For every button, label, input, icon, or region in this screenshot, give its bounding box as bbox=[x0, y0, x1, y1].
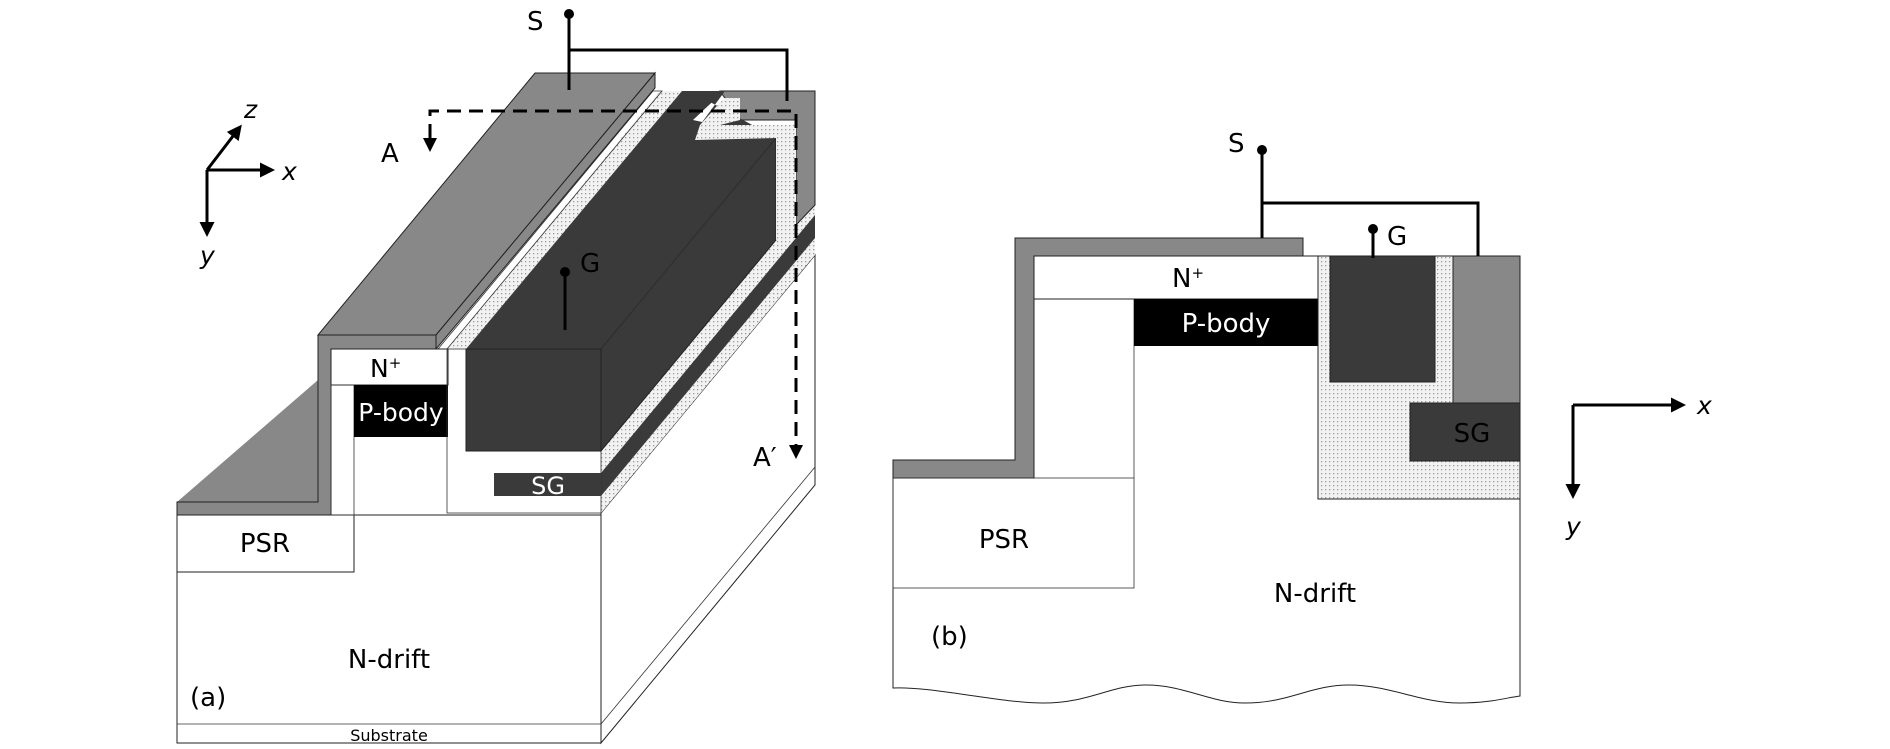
cut-arrow-a-prime bbox=[789, 445, 803, 459]
cut-label-a: A bbox=[381, 139, 399, 169]
p-body-label-b: P-body bbox=[1182, 309, 1271, 339]
axis-label-z-a: z bbox=[243, 95, 258, 124]
gate-edge bbox=[600, 137, 777, 350]
gate-poly-b bbox=[1329, 255, 1436, 383]
gate-poly-front bbox=[465, 348, 602, 452]
cut-line-a-a-prime: A A′ bbox=[381, 109, 803, 473]
gate-terminal-dot-b bbox=[1368, 224, 1378, 234]
source-label-b: S bbox=[1228, 129, 1245, 159]
substrate-label: Substrate bbox=[350, 726, 428, 745]
gate-terminal-b: G bbox=[1368, 222, 1407, 258]
p-body-label: P-body bbox=[358, 398, 444, 427]
cut-label-a-prime: A′ bbox=[753, 443, 777, 473]
source-terminal-dot-b bbox=[1257, 145, 1267, 155]
n-drift-label-b: N-drift bbox=[1274, 579, 1356, 609]
n-plus-label-b: N+ bbox=[1172, 264, 1204, 294]
cut-arrow-a bbox=[423, 138, 437, 152]
shield-gate-side bbox=[601, 215, 815, 496]
gate-top-face-main bbox=[466, 91, 776, 349]
trench-metal-b bbox=[1452, 255, 1521, 404]
p-body-region bbox=[354, 385, 448, 437]
oxide-notch bbox=[695, 98, 796, 140]
psr-label: PSR bbox=[240, 529, 290, 559]
panel-a-tag: (a) bbox=[190, 683, 226, 713]
panel-a: N+ P-body SG PSR N-drift (a) Substrate S… bbox=[176, 7, 816, 745]
p-body-region-b bbox=[1134, 299, 1318, 346]
gate-label-b: G bbox=[1387, 222, 1407, 252]
psr-region-b bbox=[892, 477, 1135, 589]
axis-label-x-a: x bbox=[281, 157, 297, 186]
axis-label-y-a: y bbox=[199, 241, 216, 270]
substrate-side-line bbox=[600, 466, 816, 725]
n-drift-label: N-drift bbox=[348, 645, 430, 675]
gate-terminal-dot bbox=[560, 267, 570, 277]
axis-label-y-b: y bbox=[1565, 512, 1582, 541]
source-label-a: S bbox=[527, 7, 544, 37]
oxide-top-strip-right bbox=[776, 125, 796, 240]
panel-b: N+ P-body SG PSR N-drift (b) S G x y bbox=[892, 129, 1712, 704]
shield-gate-b bbox=[1409, 402, 1521, 462]
psr-region bbox=[176, 514, 355, 573]
shield-gate-label-b: SG bbox=[1454, 419, 1491, 449]
axes-pair-b: x y bbox=[1565, 391, 1712, 541]
psr-label-b: PSR bbox=[979, 525, 1029, 555]
source-terminal-dot bbox=[564, 9, 574, 19]
source-metal-left-slope bbox=[177, 335, 331, 502]
oxide-top-strip-left bbox=[447, 91, 682, 349]
shield-gate-label: SG bbox=[531, 472, 565, 500]
shield-gate-front bbox=[494, 473, 601, 496]
n-plus-label: N+ bbox=[370, 354, 401, 383]
axes-triad-a: x y z bbox=[199, 95, 297, 270]
panel-b-tag: (b) bbox=[931, 622, 968, 652]
gate-label-a: G bbox=[580, 249, 600, 279]
source-terminal-a: S bbox=[527, 7, 789, 101]
mesa-region bbox=[330, 384, 355, 516]
axis-label-x-b: x bbox=[1696, 391, 1712, 420]
source-terminal-b: S bbox=[1228, 129, 1480, 256]
gate-terminal-a: G bbox=[560, 249, 600, 330]
n-plus-region-b bbox=[1033, 255, 1319, 300]
